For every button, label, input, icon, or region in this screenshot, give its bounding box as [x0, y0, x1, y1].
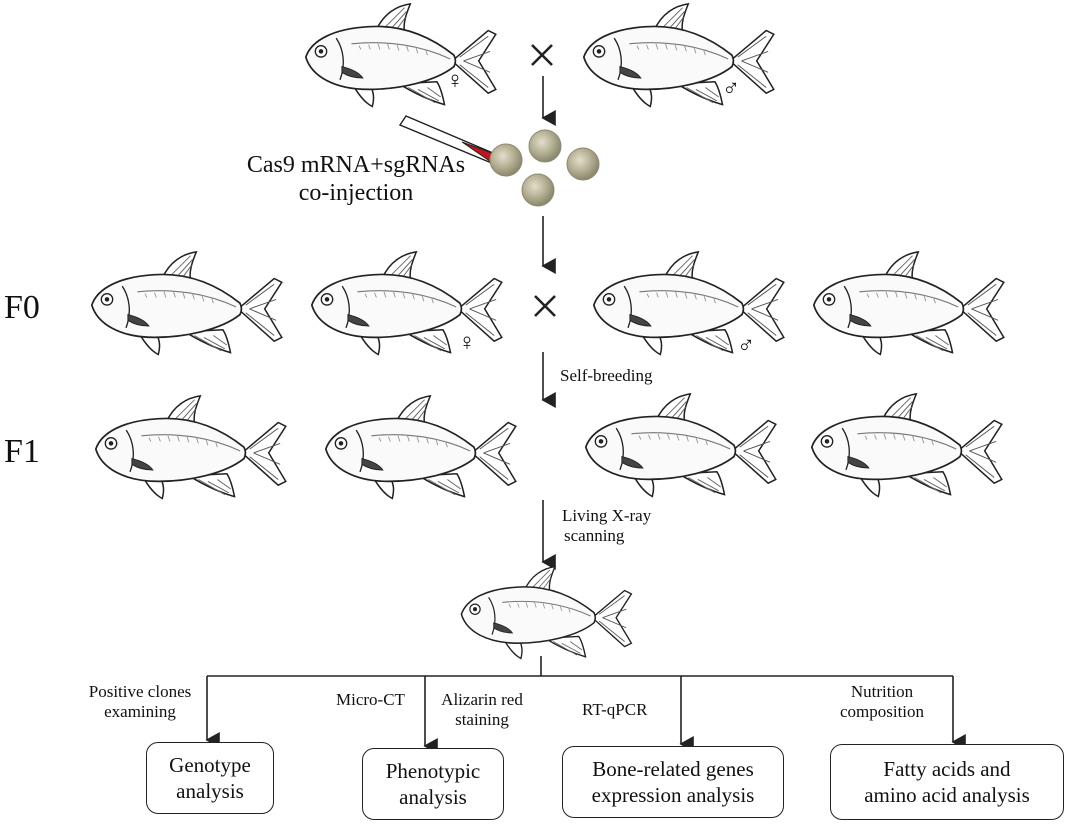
parent-cross-symbol — [531, 44, 553, 66]
generation-f0-label: F0 — [4, 289, 40, 326]
f1-fish-2 — [324, 395, 517, 500]
injection-label: Cas9 mRNA+sgRNAs co-injection — [216, 152, 496, 207]
male-symbol: ♂ — [722, 76, 740, 102]
alizarin-staining-label: Alizarin red staining — [424, 690, 540, 729]
phenotypic-analysis-box: Phenotypic analysis — [362, 748, 504, 820]
bone-genes-expression-line1: Bone-related genes — [592, 756, 754, 781]
f0-cross-symbol — [534, 295, 556, 317]
generation-f1-label: F1 — [4, 433, 40, 470]
injection-label-line2: co-injection — [298, 179, 414, 206]
f1-fish-4 — [810, 393, 1003, 498]
f0-male-symbol: ♂ — [737, 333, 755, 359]
fatty-amino-acid-line1: Fatty acids and — [883, 756, 1011, 781]
alizarin-staining-line1: Alizarin red — [441, 690, 523, 709]
micro-ct-label: Micro-CT — [336, 690, 405, 709]
f1-fish-1 — [94, 395, 287, 500]
f0-female-symbol: ♀ — [458, 330, 476, 356]
parent-male-fish — [582, 3, 775, 108]
scanned-fish — [460, 565, 633, 660]
egg-1 — [489, 143, 523, 177]
genotype-analysis-line1: Genotype — [169, 752, 251, 777]
egg-2 — [528, 129, 562, 163]
nutrition-composition-line1: Nutrition — [850, 682, 914, 701]
positive-clones-label: Positive clones examining — [70, 682, 210, 721]
egg-4 — [521, 173, 555, 207]
phenotypic-analysis-line1: Phenotypic — [385, 758, 481, 783]
f1-fish-3 — [584, 393, 777, 498]
f0-fish-4 — [812, 251, 1005, 356]
fatty-amino-acid-box: Fatty acids and amino acid analysis — [830, 744, 1064, 820]
xray-scanning-line2: scanning — [564, 525, 625, 545]
bone-genes-expression-box: Bone-related genes expression analysis — [562, 746, 784, 818]
female-symbol: ♀ — [446, 68, 464, 94]
f0-fish-3 — [592, 251, 785, 356]
positive-clones-line2: examining — [104, 701, 176, 721]
parent-female-fish — [304, 3, 497, 108]
rt-qpcr-label: RT-qPCR — [582, 700, 648, 719]
xray-scanning-line1: Living X-ray — [562, 506, 652, 525]
bone-genes-expression-line2: expression analysis — [591, 783, 755, 807]
self-breeding-label: Self-breeding — [560, 366, 653, 385]
phenotypic-analysis-line2: analysis — [399, 785, 467, 809]
positive-clones-line1: Positive clones — [88, 682, 192, 701]
xray-scanning-label: Living X-ray scanning — [562, 506, 651, 545]
nutrition-composition-line2: composition — [839, 701, 925, 721]
fatty-amino-acid-line2: amino acid analysis — [864, 783, 1030, 807]
egg-3 — [566, 147, 600, 181]
genotype-analysis-line2: analysis — [176, 779, 244, 803]
alizarin-staining-line2: staining — [455, 709, 509, 729]
genotype-analysis-box: Genotype analysis — [146, 742, 274, 814]
f0-fish-1 — [90, 251, 283, 356]
nutrition-composition-label: Nutrition composition — [820, 682, 944, 721]
injection-label-line1: Cas9 mRNA+sgRNAs — [246, 152, 466, 178]
